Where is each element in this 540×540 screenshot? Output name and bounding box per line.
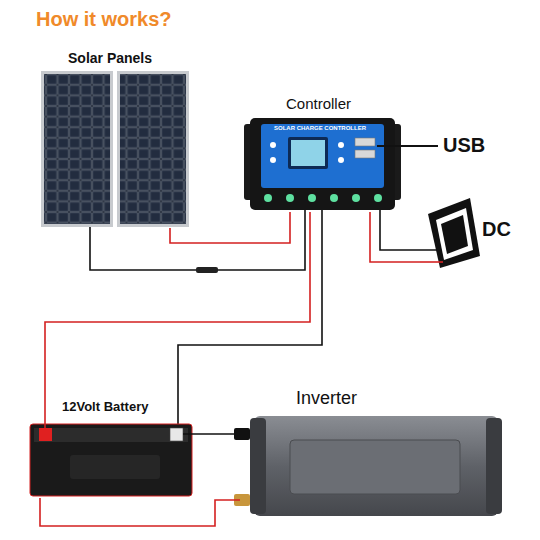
wire-connector (45, 212, 310, 398)
dc-lamp (428, 198, 480, 268)
wire-connector (40, 498, 240, 526)
wire (45, 212, 310, 398)
charge-controller: ControllerSOLAR CHARGE CONTROLLER (244, 95, 402, 212)
solar-panels: Solar Panels (38, 48, 192, 228)
node-heading: Inverter (296, 388, 357, 409)
wire (183, 433, 236, 435)
wire (420, 261, 443, 263)
wire-connector (370, 212, 420, 262)
battery (30, 424, 192, 496)
node-heading: Solar Panels (68, 50, 152, 66)
wire-connector (170, 212, 290, 243)
wire (170, 212, 290, 243)
port-label: USB (443, 134, 485, 157)
inverter: Inverter (240, 386, 505, 522)
dc-load: DC (420, 190, 520, 270)
node-heading: 12Volt Battery (62, 400, 148, 415)
node-heading: DC (482, 218, 511, 241)
inverter (234, 416, 502, 516)
battery: 12Volt Battery (28, 398, 192, 498)
device-text: SOLAR CHARGE CONTROLLER (274, 125, 366, 132)
wire (40, 498, 240, 526)
mc4-connector (196, 267, 218, 273)
title: How it works? (36, 8, 172, 31)
wire (370, 212, 420, 262)
solar-panel (41, 71, 189, 227)
wire (44, 398, 46, 428)
node-heading: Controller (286, 95, 351, 112)
wire (90, 210, 305, 270)
leader-line (377, 145, 438, 147)
charge-controller (244, 118, 401, 210)
